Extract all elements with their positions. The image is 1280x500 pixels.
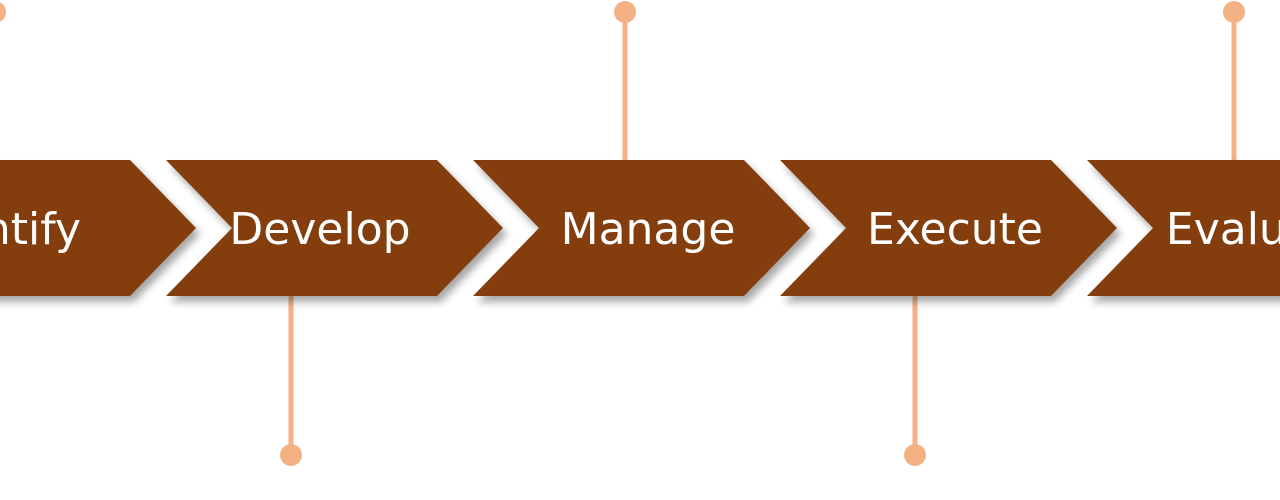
connector-dot-execute [904,444,926,466]
step-label-execute: Execute [867,204,1043,255]
chevron-identify [0,160,196,296]
chevron-execute [780,160,1117,296]
connector-dot-manage [614,1,636,23]
step-label-manage: Manage [560,204,736,255]
step-label-evaluate: Evaluate [1165,204,1280,255]
connector-dot-develop [280,444,302,466]
connector-dot-identify [0,2,6,22]
step-label-identify: Identify [0,204,82,255]
step-label-develop: Develop [229,204,411,255]
chevron-develop [166,160,503,296]
connector-dot-evaluate [1223,1,1245,23]
chevron-manage [473,160,810,296]
chevron-evaluate [1087,160,1280,296]
